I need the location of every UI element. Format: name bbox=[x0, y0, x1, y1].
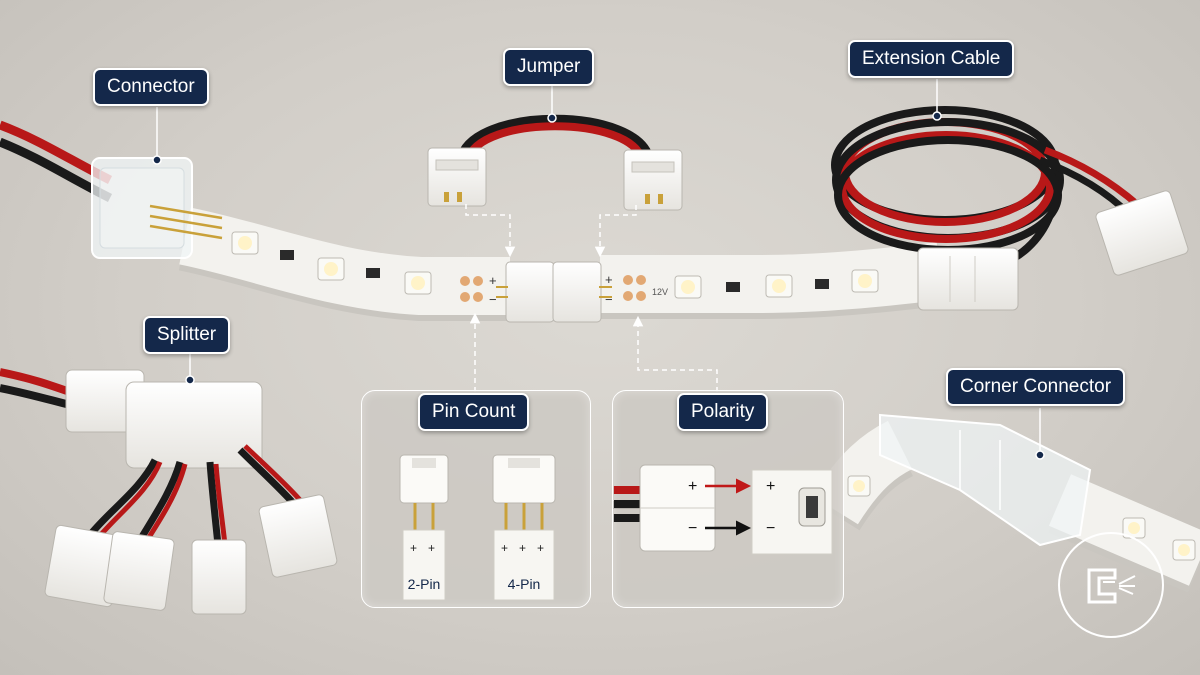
leader-lines bbox=[152, 79, 1045, 460]
corner-connector bbox=[810, 413, 1200, 593]
strip-plus-right: + bbox=[605, 272, 613, 287]
jumper-label: Jumper bbox=[503, 48, 595, 86]
strip-plus-left: + bbox=[489, 273, 497, 288]
logo-badge bbox=[1058, 532, 1164, 638]
two-pin-label: 2-Pin bbox=[407, 576, 441, 592]
pin-count-label: Pin Count bbox=[418, 393, 530, 431]
corner-connector-label: Corner Connector bbox=[946, 368, 1126, 406]
center-connector-plugs bbox=[496, 261, 612, 323]
connector-label: Connector bbox=[93, 68, 209, 106]
led-chips-left bbox=[231, 231, 432, 295]
extension-cable-coil bbox=[831, 106, 1189, 311]
four-pin-label: 4-Pin bbox=[507, 576, 541, 592]
solder-pads-right bbox=[623, 275, 646, 301]
solder-pads-left bbox=[460, 276, 483, 302]
arrow-icon bbox=[1118, 575, 1136, 595]
strip-minus-left: − bbox=[489, 292, 497, 307]
jumper-cable bbox=[427, 114, 683, 211]
splitter bbox=[0, 368, 338, 615]
polarity-label: Polarity bbox=[677, 393, 769, 431]
led-chips-right bbox=[674, 269, 879, 299]
extension-cable-label: Extension Cable bbox=[848, 40, 1015, 78]
clear-connector-left bbox=[91, 157, 223, 259]
strip-segment-label: 12V bbox=[652, 287, 668, 297]
splitter-label: Splitter bbox=[143, 316, 231, 354]
dashed-arrows bbox=[465, 204, 718, 392]
logo-icon bbox=[1087, 568, 1136, 604]
strip-minus-right: − bbox=[605, 292, 613, 307]
